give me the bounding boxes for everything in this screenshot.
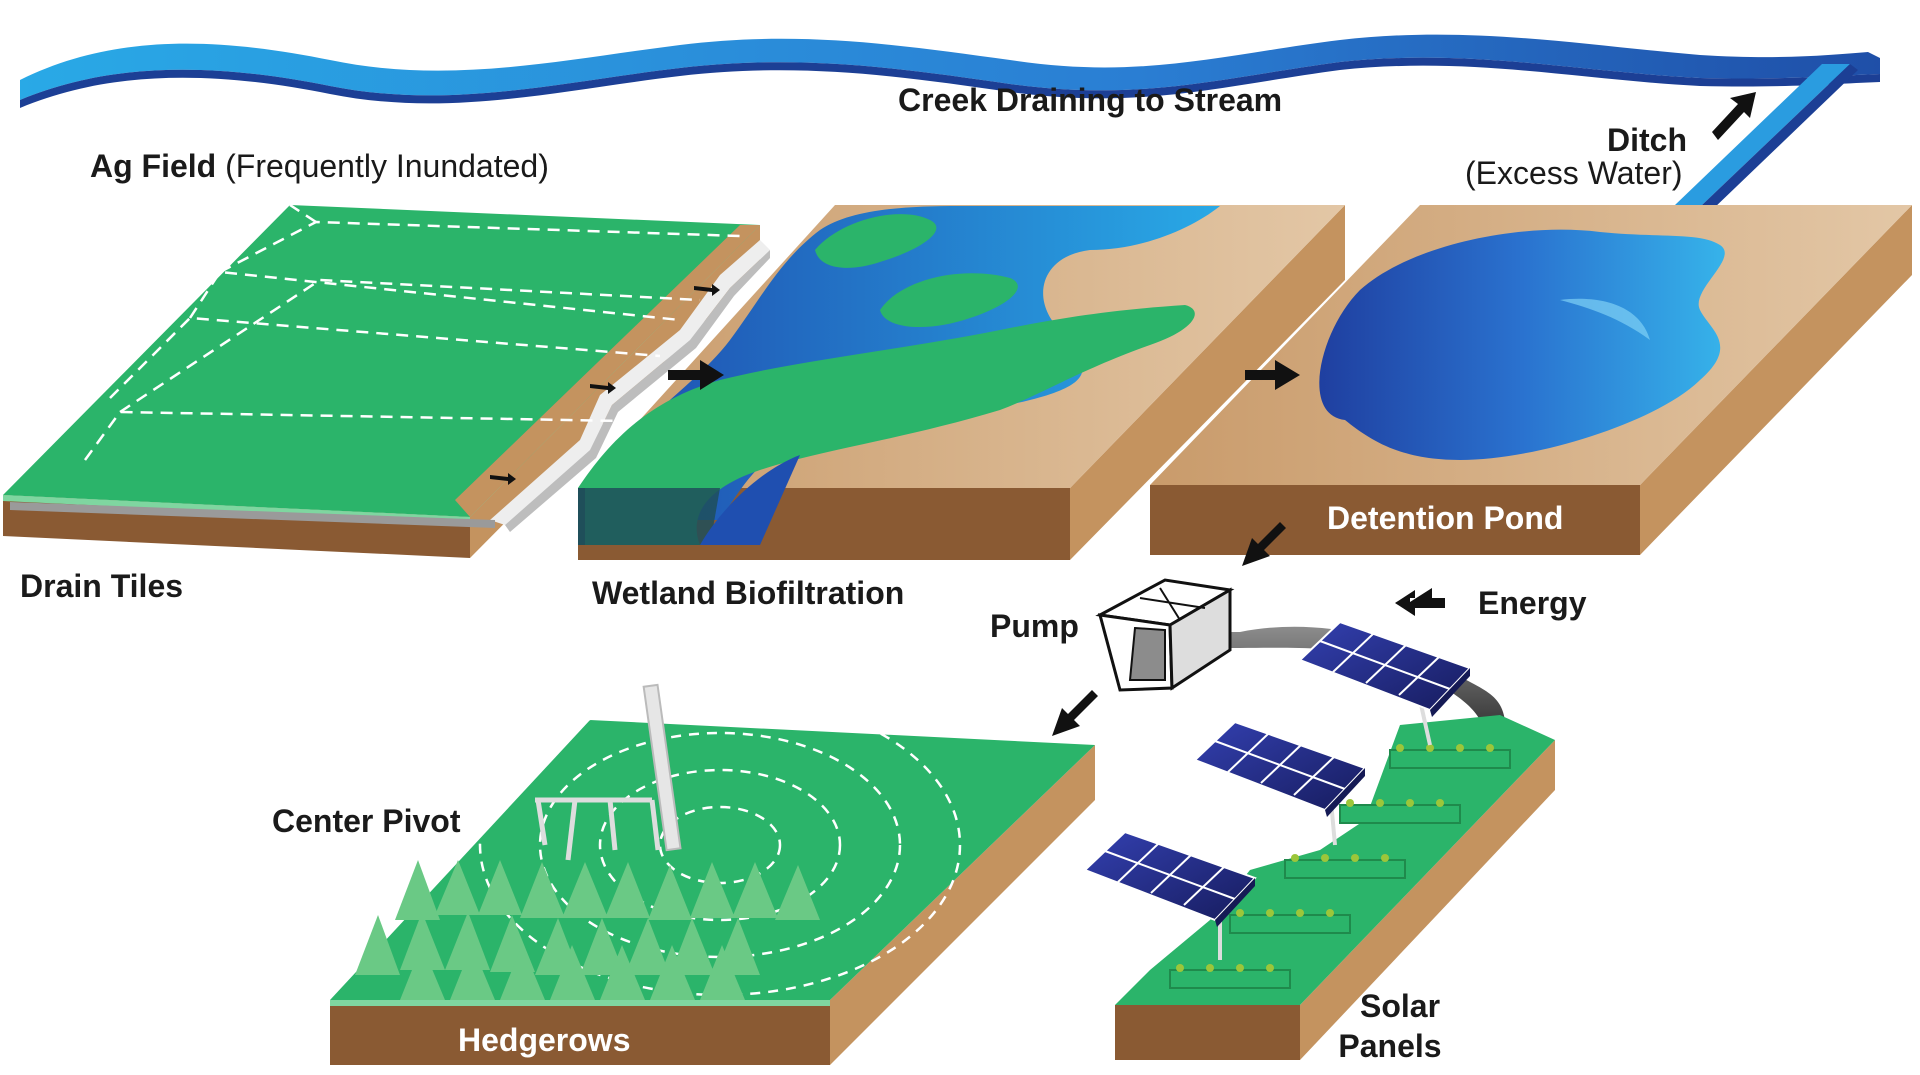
flow-arrow-icon	[1078, 32, 1132, 60]
solar-label-line1: Solar	[1340, 988, 1460, 1025]
energy-label: Energy	[1478, 585, 1586, 622]
solar-label-line2: Panels	[1330, 1028, 1450, 1065]
detention-pond-label: Detention Pond	[1327, 500, 1563, 537]
ditch-arrow-icon	[1712, 92, 1756, 140]
pump-label: Pump	[990, 608, 1079, 645]
solar-panel-icon	[1085, 832, 1255, 927]
ag-field-title: Ag Field	[90, 148, 216, 184]
wetland-label: Wetland Biofiltration	[592, 575, 904, 612]
ag-field-label: Ag Field (Frequently Inundated)	[90, 148, 549, 185]
ag-field-note: (Frequently Inundated)	[225, 148, 549, 184]
center-pivot-label: Center Pivot	[272, 803, 460, 840]
ditch-note: (Excess Water)	[1465, 155, 1683, 192]
center-pivot-block	[330, 685, 1095, 1065]
solar-panel-icon	[1300, 622, 1470, 717]
hedgerows-label: Hedgerows	[458, 1022, 630, 1059]
ditch-label: Ditch	[1600, 122, 1687, 159]
solar-panel-icon	[1195, 722, 1365, 817]
drain-tiles-label: Drain Tiles	[20, 568, 183, 605]
energy-arrow-icon	[1395, 588, 1445, 616]
creek-label: Creek Draining to Stream	[898, 82, 1282, 119]
arrow-icon	[1052, 690, 1098, 736]
